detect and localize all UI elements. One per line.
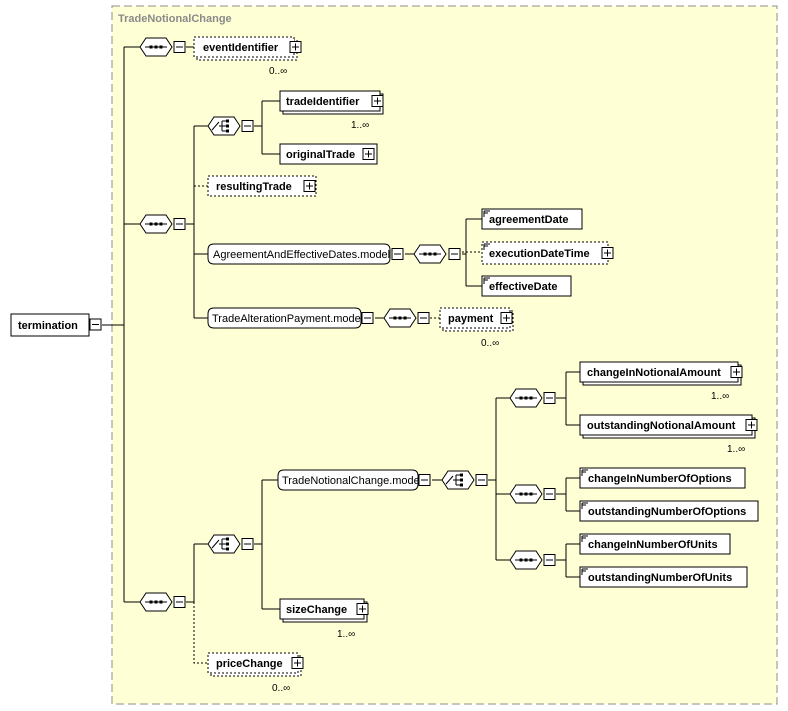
svg-text:outstandingNotionalAmount: outstandingNotionalAmount (587, 420, 736, 432)
sequence-compositor[interactable] (413, 244, 461, 264)
element-price-change[interactable]: priceChange 0..∞ (207, 652, 304, 694)
svg-text:1..∞: 1..∞ (711, 391, 729, 402)
svg-text:TradeAlterationPayment.model: TradeAlterationPayment.model (212, 313, 363, 325)
group-trade-notional-change[interactable]: TradeNotionalChange.model (277, 469, 431, 491)
element-outstanding-number-of-options[interactable]: outstandingNumberOfOptions (579, 500, 759, 522)
element-event-identifier[interactable]: eventIdentifier 0..∞ (193, 36, 302, 77)
root-element[interactable]: termination (10, 313, 102, 337)
svg-text:AgreementAndEffectiveDates.mod: AgreementAndEffectiveDates.model (213, 249, 390, 261)
optional-connectors (193, 185, 482, 664)
element-original-trade[interactable]: originalTrade (279, 143, 378, 165)
choice-compositor[interactable] (441, 470, 488, 490)
complex-type-title: TradeNotionalChange (118, 13, 232, 25)
svg-text:1..∞: 1..∞ (351, 120, 369, 131)
svg-text:changeInNotionalAmount: changeInNotionalAmount (587, 367, 721, 379)
svg-text:tradeIdentifier: tradeIdentifier (286, 96, 360, 108)
element-payment[interactable]: payment 0..∞ (439, 307, 514, 349)
element-agreement-date[interactable]: agreementDate (481, 208, 583, 230)
svg-text:changeInNumberOfUnits: changeInNumberOfUnits (588, 539, 718, 551)
svg-text:eventIdentifier: eventIdentifier (203, 42, 279, 54)
sequence-compositor[interactable] (139, 37, 186, 57)
group-agreement-and-effective-dates[interactable]: AgreementAndEffectiveDates.model (207, 243, 404, 265)
connectors (102, 46, 580, 610)
svg-text:agreementDate: agreementDate (489, 214, 568, 226)
choice-compositor[interactable] (207, 116, 254, 136)
svg-text:sizeChange: sizeChange (286, 604, 347, 616)
element-resulting-trade[interactable]: resultingTrade (207, 175, 317, 197)
sequence-compositor[interactable] (509, 388, 556, 408)
sequence-compositor[interactable] (509, 484, 556, 504)
sequence-compositor[interactable] (509, 550, 556, 570)
svg-text:0..∞: 0..∞ (272, 683, 290, 694)
element-outstanding-notional-amount[interactable]: outstandingNotionalAmount 1..∞ (579, 414, 758, 455)
svg-text:executionDateTime: executionDateTime (489, 248, 590, 260)
svg-text:outstandingNumberOfOptions: outstandingNumberOfOptions (588, 506, 746, 518)
complex-type-panel: TradeNotionalChange (111, 5, 778, 705)
sequence-compositor[interactable] (139, 214, 186, 234)
element-size-change[interactable]: sizeChange 1..∞ (279, 598, 369, 640)
element-execution-date-time[interactable]: executionDateTime (481, 241, 614, 265)
svg-text:1..∞: 1..∞ (337, 629, 355, 640)
svg-text:effectiveDate: effectiveDate (489, 281, 557, 293)
svg-text:outstandingNumberOfUnits: outstandingNumberOfUnits (588, 572, 732, 584)
svg-text:originalTrade: originalTrade (286, 149, 355, 161)
svg-text:resultingTrade: resultingTrade (216, 181, 292, 193)
element-change-in-notional-amount[interactable]: changeInNotionalAmount 1..∞ (579, 361, 743, 402)
sequence-compositor[interactable] (383, 308, 430, 328)
svg-text:0..∞: 0..∞ (481, 338, 499, 349)
svg-text:termination: termination (18, 320, 78, 332)
svg-text:changeInNumberOfOptions: changeInNumberOfOptions (588, 473, 732, 485)
group-trade-alteration-payment[interactable]: TradeAlterationPayment.model (207, 307, 374, 329)
element-outstanding-number-of-units[interactable]: outstandingNumberOfUnits (579, 566, 748, 588)
element-change-in-number-of-options[interactable]: changeInNumberOfOptions (579, 467, 746, 489)
element-effective-date[interactable]: effectiveDate (481, 275, 572, 297)
svg-text:0..∞: 0..∞ (269, 66, 287, 77)
svg-text:payment: payment (448, 313, 494, 325)
svg-text:1..∞: 1..∞ (727, 444, 745, 455)
sequence-compositor[interactable] (139, 592, 186, 612)
svg-text:priceChange: priceChange (216, 658, 283, 670)
choice-compositor[interactable] (207, 534, 254, 554)
element-trade-identifier[interactable]: tradeIdentifier 1..∞ (279, 90, 384, 131)
element-change-in-number-of-units[interactable]: changeInNumberOfUnits (579, 533, 731, 555)
svg-text:TradeNotionalChange.model: TradeNotionalChange.model (282, 475, 422, 487)
